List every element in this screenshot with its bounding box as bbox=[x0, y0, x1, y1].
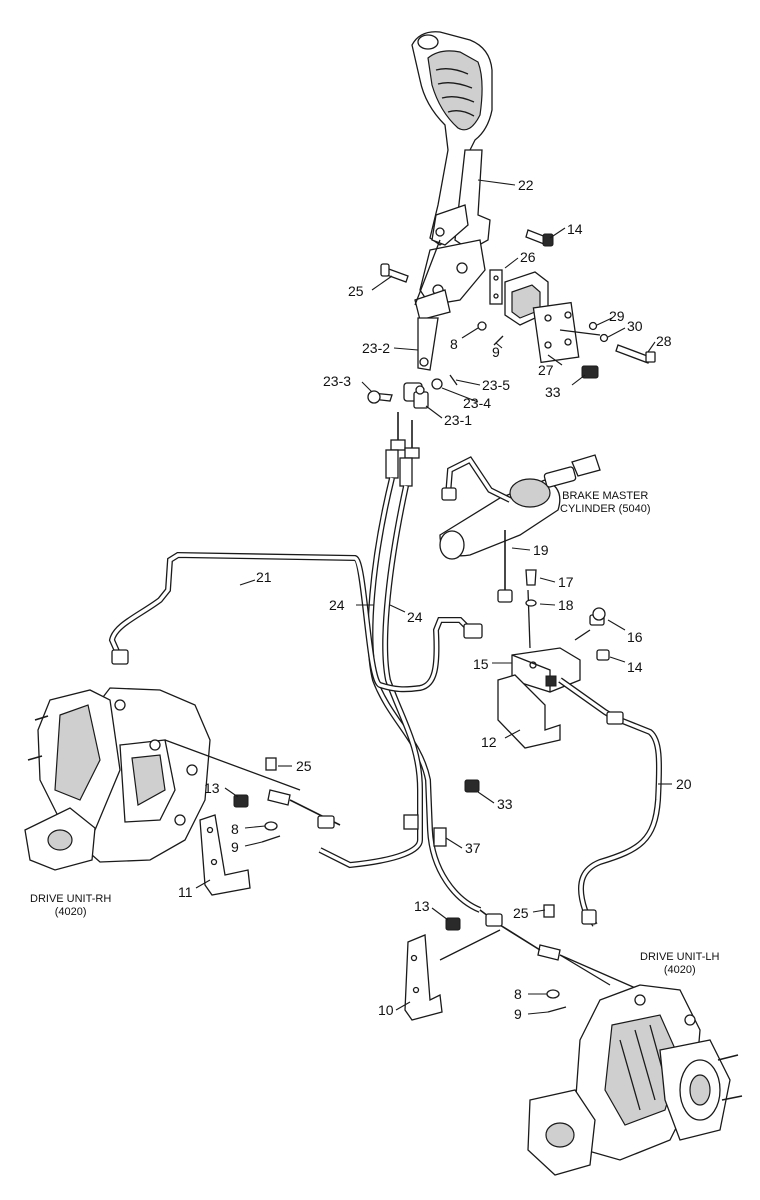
caption-brake-master-cylinder: BRAKE MASTER CYLINDER (5040) bbox=[560, 490, 650, 516]
callout-8-rh: 8 bbox=[231, 821, 239, 837]
callout-23-3: 23-3 bbox=[323, 373, 352, 389]
callout-9-upper: 9 bbox=[492, 344, 500, 360]
callout-25-rh: 25 bbox=[296, 758, 312, 774]
callout-16: 16 bbox=[627, 629, 643, 645]
caption-rh-line-2: (4020) bbox=[54, 906, 87, 918]
fasteners-top bbox=[380, 229, 656, 379]
callout-14-upper: 14 bbox=[567, 221, 583, 237]
drive-unit-lh bbox=[527, 954, 743, 1176]
bracket-11 bbox=[199, 757, 341, 896]
callout-27: 27 bbox=[538, 362, 554, 378]
callout-19: 19 bbox=[533, 542, 549, 558]
callout-23-2: 23-2 bbox=[362, 340, 391, 356]
brake-line-20 bbox=[558, 677, 663, 927]
callout-9-lh: 9 bbox=[514, 1006, 522, 1022]
callout-9-rh: 9 bbox=[231, 839, 239, 855]
callout-23-5: 23-5 bbox=[482, 377, 511, 393]
caption-master-line-2: CYLINDER (5040) bbox=[560, 503, 651, 515]
caption-rh-line-1: DRIVE UNIT-RH bbox=[30, 893, 112, 905]
switch-and-bracket bbox=[489, 269, 601, 364]
caption-lh-line-1: DRIVE UNIT-LH bbox=[640, 951, 720, 963]
callout-20: 20 bbox=[676, 776, 692, 792]
caption-drive-unit-lh: DRIVE UNIT-LH (4020) bbox=[640, 951, 719, 977]
caption-lh-line-2: (4020) bbox=[663, 964, 696, 976]
callout-33-upper: 33 bbox=[545, 384, 561, 400]
callout-28: 28 bbox=[656, 333, 672, 349]
brake-cables bbox=[318, 412, 482, 913]
callout-23-4: 23-4 bbox=[463, 395, 492, 411]
hand-brake-lever bbox=[411, 31, 493, 321]
caption-drive-unit-rh: DRIVE UNIT-RH (4020) bbox=[30, 893, 111, 919]
callout-14-lower: 14 bbox=[627, 659, 643, 675]
drive-unit-rh bbox=[24, 687, 301, 871]
callout-12: 12 bbox=[481, 734, 497, 750]
callout-13-lh: 13 bbox=[414, 898, 430, 914]
callout-8-upper: 8 bbox=[450, 336, 458, 352]
callout-18: 18 bbox=[558, 597, 574, 613]
callout-17: 17 bbox=[558, 574, 574, 590]
callout-13-rh: 13 bbox=[204, 780, 220, 796]
brake-master-cylinder bbox=[439, 454, 601, 603]
callout-37: 37 bbox=[465, 840, 481, 856]
valve-block-and-bracket bbox=[497, 569, 610, 749]
caption-master-line-1: BRAKE MASTER bbox=[562, 490, 649, 502]
callout-22: 22 bbox=[518, 177, 534, 193]
callout-25-upper: 25 bbox=[348, 283, 364, 299]
callout-23-1: 23-1 bbox=[444, 412, 473, 428]
callout-15: 15 bbox=[473, 656, 489, 672]
callout-8-lh: 8 bbox=[514, 986, 522, 1002]
callout-11: 11 bbox=[178, 884, 193, 900]
callout-29: 29 bbox=[609, 308, 625, 324]
bracket-10 bbox=[404, 779, 641, 1021]
callout-24-right: 24 bbox=[407, 609, 423, 625]
brake-line-21 bbox=[108, 551, 483, 693]
clevis-assembly bbox=[367, 317, 458, 409]
leader-lines bbox=[195, 179, 672, 1015]
callout-26: 26 bbox=[520, 249, 536, 265]
callout-24-left: 24 bbox=[329, 597, 345, 613]
callout-30: 30 bbox=[627, 318, 643, 334]
callout-10: 10 bbox=[378, 1002, 394, 1018]
callout-25-lh: 25 bbox=[513, 905, 529, 921]
callout-33-lower: 33 bbox=[497, 796, 513, 812]
callout-21: 21 bbox=[256, 569, 272, 585]
